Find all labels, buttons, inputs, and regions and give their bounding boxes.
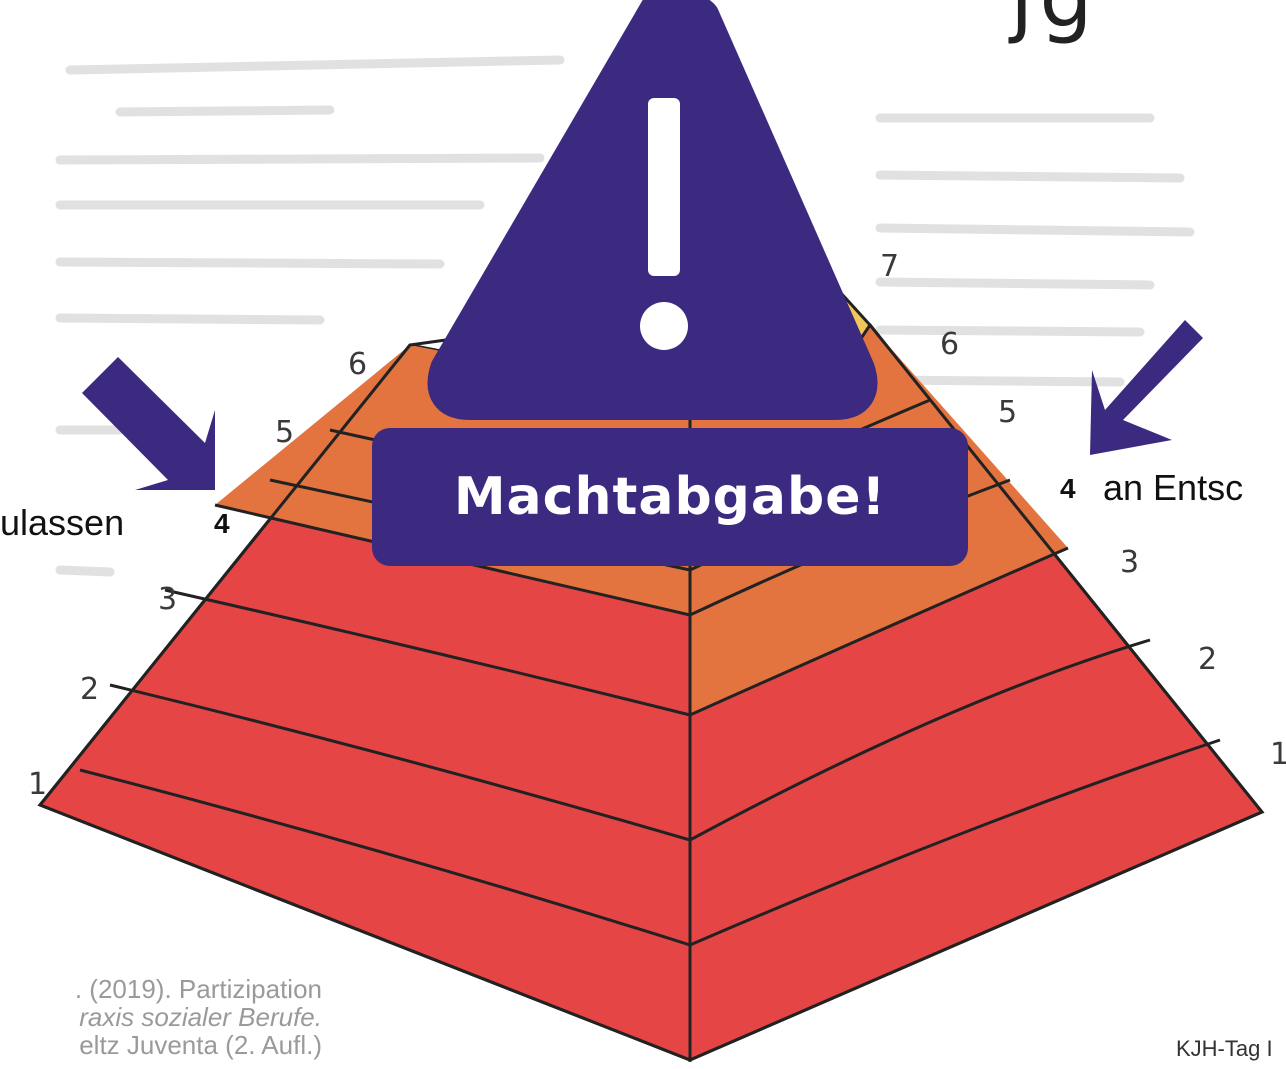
left-arrow-icon	[82, 357, 215, 490]
title-fragment: jg	[1010, 0, 1099, 46]
level-number-left-3: 3	[158, 582, 178, 617]
citation: . (2019). Partizipation raxis sozialer B…	[0, 975, 322, 1059]
right-callout-text: an Entsc	[1103, 467, 1244, 508]
level-number-left-5: 5	[275, 415, 295, 450]
right-arrow-icon	[1090, 320, 1203, 455]
warning-label: Machtabgabe!	[453, 467, 887, 527]
right-callout-number: 4	[1060, 473, 1076, 504]
warning-badge: Machtabgabe!	[372, 428, 968, 566]
left-callout-number: 4	[214, 508, 230, 539]
level-number-left-6: 6	[348, 347, 368, 382]
left-callout-text: ulassen	[0, 502, 125, 543]
level-number-right-6: 6	[940, 327, 960, 362]
citation-line-1: . (2019). Partizipation	[74, 974, 322, 1004]
citation-line-3: eltz Juventa (2. Aufl.)	[79, 1030, 322, 1060]
level-number-right-5: 5	[998, 395, 1018, 430]
level-number-right-1: 1	[1270, 737, 1286, 772]
citation-line-2: raxis sozialer Berufe.	[79, 1002, 322, 1032]
level-number-left-2: 2	[80, 672, 100, 707]
level-number-left-1: 1	[28, 767, 48, 802]
footer-tag: KJH-Tag I	[1176, 1036, 1273, 1061]
level-number-right-2: 2	[1198, 642, 1218, 677]
level-number-right-3: 3	[1120, 545, 1140, 580]
level-number-right-7: 7	[880, 249, 900, 284]
